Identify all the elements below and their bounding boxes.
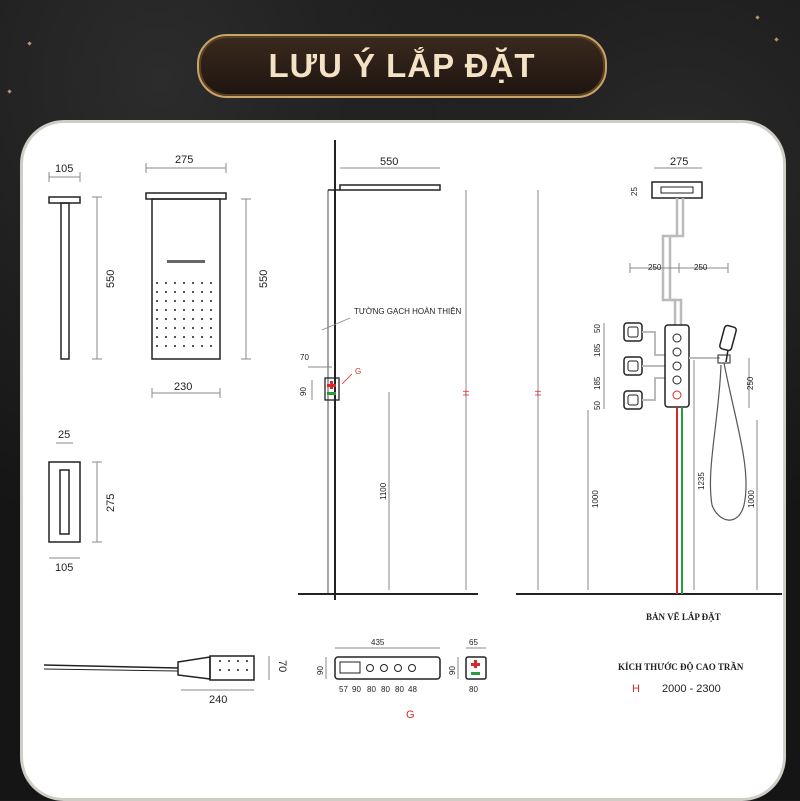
- dim-70: 70: [276, 660, 288, 672]
- dim-250-right: 250: [694, 263, 708, 272]
- drawing-panel: [20, 120, 786, 801]
- dim-50-bottom: 50: [593, 401, 602, 410]
- dim-275-waterfall: 275: [105, 494, 117, 512]
- seg-57: 57: [339, 685, 348, 694]
- ceiling-h-label: H: [632, 683, 640, 695]
- dim-90-side: 90: [299, 387, 308, 396]
- dim-70-side: 70: [300, 353, 309, 362]
- dim-250-hand: 250: [746, 376, 755, 390]
- dim-185-b: 185: [593, 376, 602, 390]
- dim-550-arm: 550: [380, 156, 398, 168]
- page-title: LƯU Ý LẮP ĐẶT: [268, 47, 536, 84]
- ceiling-heading: KÍCH THƯỚC ĐỘ CAO TRẦN: [618, 662, 744, 672]
- wall-label: TƯỜNG GẠCH HOÀN THIỆN: [354, 307, 462, 316]
- dim-80-box: 80: [469, 685, 478, 694]
- rain-head-front-view: 275 550 230: [145, 154, 270, 398]
- g-label-side: G: [355, 367, 361, 376]
- dim-550-front: 550: [258, 270, 270, 288]
- rain-head-side-view: 105 550: [48, 163, 117, 360]
- dim-550: 550: [105, 270, 117, 288]
- seg-80-a: 80: [367, 685, 376, 694]
- dim-435: 435: [371, 638, 385, 647]
- valve-plate-detail: 435 90 57 90 80 80 80 48 G: [316, 638, 441, 721]
- hand-shower: 70 240: [43, 655, 288, 706]
- front-view-drawing: H 275 25 250 250 50 185 185 50: [516, 156, 782, 622]
- waterfall-spout: 25 275 105: [48, 429, 117, 574]
- dim-185-a: 185: [593, 343, 602, 357]
- dim-105-waterfall: 105: [55, 562, 73, 574]
- dim-275-front: 275: [670, 156, 688, 168]
- h-label-front: H: [534, 390, 543, 396]
- drawing-label: BẢN VẼ LẮP ĐẶT: [646, 612, 721, 622]
- dim-25: 25: [58, 429, 70, 441]
- g-label-plate: G: [406, 709, 415, 721]
- side-view-drawing: 550 TƯỜNG GẠCH HOÀN THIỆN 70 G 90 1100 H: [298, 140, 478, 600]
- dim-240: 240: [209, 694, 227, 706]
- dim-1000-right: 1000: [747, 490, 756, 508]
- seg-90: 90: [352, 685, 361, 694]
- dim-275: 275: [175, 154, 193, 166]
- seg-80-c: 80: [395, 685, 404, 694]
- dim-1235: 1235: [697, 472, 706, 490]
- seg-80-b: 80: [381, 685, 390, 694]
- dim-250-left: 250: [648, 263, 662, 272]
- dim-50-top: 50: [593, 324, 602, 333]
- dim-25-front: 25: [630, 187, 639, 196]
- dim-90-box: 90: [448, 666, 457, 675]
- h-label-side: H: [462, 390, 471, 396]
- dim-105: 105: [55, 163, 73, 175]
- dim-90-plate: 90: [316, 666, 325, 675]
- title-banner: LƯU Ý LẮP ĐẶT: [197, 34, 607, 98]
- seg-48: 48: [408, 685, 417, 694]
- dim-1000-valve: 1000: [591, 490, 600, 508]
- ceiling-height-info: KÍCH THƯỚC ĐỘ CAO TRẦN H 2000 - 2300: [618, 662, 744, 695]
- dim-230: 230: [174, 381, 192, 393]
- dim-1100: 1100: [379, 482, 388, 500]
- small-box-detail: 65 90 80: [448, 638, 487, 694]
- ceiling-range: 2000 - 2300: [662, 683, 721, 695]
- dim-65: 65: [469, 638, 478, 647]
